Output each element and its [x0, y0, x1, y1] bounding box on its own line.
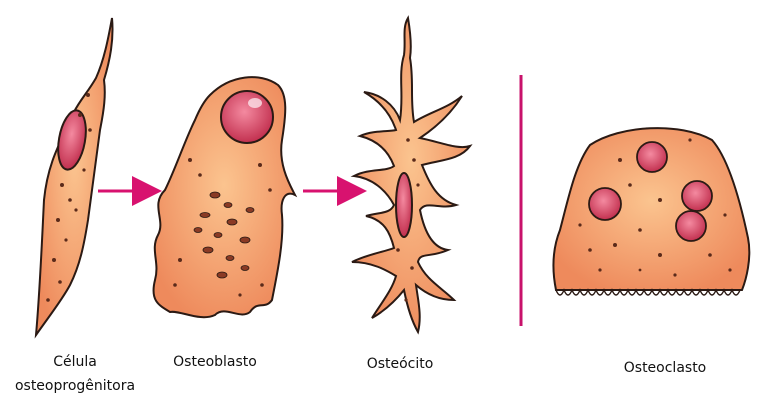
ruffled-border: [555, 288, 741, 296]
osteocyte-cell: [350, 15, 473, 335]
nucleus-4c: [681, 180, 713, 212]
nucleus-1: [57, 109, 87, 171]
nucleus-4d: [675, 210, 707, 242]
nucleus-3: [395, 172, 413, 238]
nucleus-4a: [636, 141, 668, 173]
osteoblast-label: Osteoblasto: [173, 354, 257, 370]
osteoclast-cell: [552, 127, 751, 296]
osteocyte-label: Osteócito: [366, 356, 434, 372]
osteoclast-label: Osteoclasto: [623, 360, 707, 376]
osteoprogenitor-label: Célula osteoprogênitora: [0, 350, 150, 398]
osteoblast-cell: [152, 76, 298, 319]
nucleus-2: [220, 90, 274, 144]
osteoprogenitor-label-line2: osteoprogênitora: [14, 378, 136, 394]
osteoprogenitor-label-line1: Célula: [53, 354, 97, 370]
nucleus-4b: [588, 187, 622, 221]
osteoprogenitor-cell: [34, 17, 114, 339]
